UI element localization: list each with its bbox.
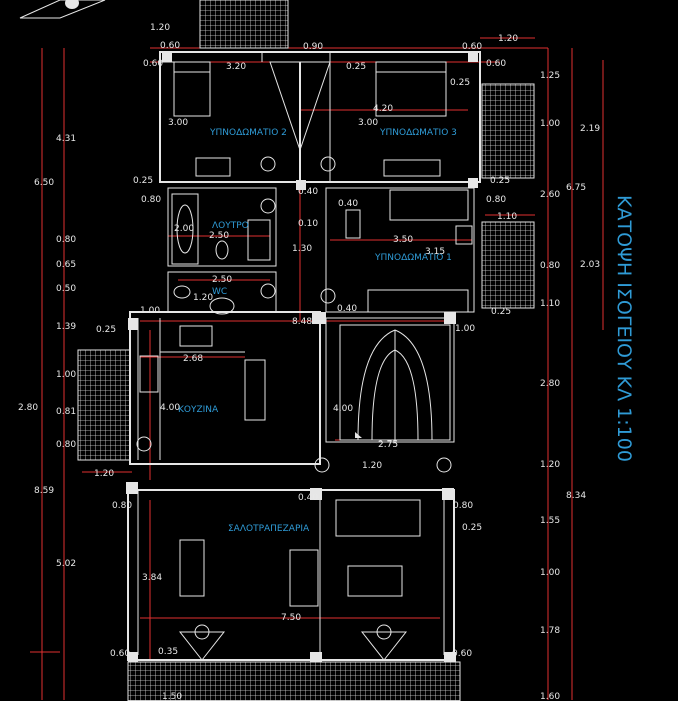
dim-label: 0.80 bbox=[486, 195, 506, 205]
walls bbox=[126, 51, 481, 662]
dim-label: 0.60 bbox=[110, 649, 130, 659]
north-arrow-icon bbox=[19, 0, 106, 19]
dim-label: 3.00 bbox=[358, 118, 378, 128]
hatched-areas bbox=[77, 0, 535, 701]
dim-label: 0.80 bbox=[112, 501, 132, 511]
room-label-bath: ΛΟΥΤΡΟ bbox=[212, 221, 249, 231]
dim-right-window: 2.19 bbox=[580, 124, 600, 134]
dim-right-inner: 1.10 bbox=[540, 299, 560, 309]
dim-label: 1.00 bbox=[140, 306, 160, 316]
dim-right-inner: 1.60 bbox=[540, 692, 560, 701]
dim-left-inner: 1.39 bbox=[56, 322, 76, 332]
dim-left-inner: 0.80 bbox=[56, 235, 76, 245]
dim-label: 3.50 bbox=[393, 235, 413, 245]
dim-label: 1.00 bbox=[455, 324, 475, 334]
dim-label: 8.48 bbox=[292, 317, 312, 327]
dim-label: 0.25 bbox=[133, 176, 153, 186]
dim-left-outer: 8.59 bbox=[34, 486, 54, 496]
dim-label: 4.20 bbox=[373, 104, 393, 114]
dim-label: 0.90 bbox=[303, 42, 323, 52]
dim-left-outer: 6.50 bbox=[34, 178, 54, 188]
dim-label: 0.10 bbox=[298, 219, 318, 229]
dim-left-inner: 0.81 bbox=[56, 407, 76, 417]
dim-left-outer: 2.80 bbox=[18, 403, 38, 413]
dim-left-inner: 1.00 bbox=[56, 370, 76, 380]
dim-left-inner: 0.50 bbox=[56, 284, 76, 294]
dim-left-inner: 5.02 bbox=[56, 559, 76, 569]
room-label-bedroom3: ΥΠΝΟΔΩΜΑΤΙΟ 3 bbox=[379, 128, 457, 138]
dim-label: 2.50 bbox=[209, 231, 229, 241]
dim-label: 4.00 bbox=[160, 403, 180, 413]
dim-label: 0.40 bbox=[298, 493, 318, 503]
dim-label: 0.25 bbox=[450, 78, 470, 88]
dim-right-inner: 1.00 bbox=[540, 119, 560, 129]
dim-label: 0.25 bbox=[96, 325, 116, 335]
dim-label: 3.20 bbox=[226, 62, 246, 72]
dim-label: 0.25 bbox=[462, 523, 482, 533]
dim-label: 0.60 bbox=[486, 59, 506, 69]
drawing-title: ΚΑΤΟΨΗ ΙΣΟΓΕΙΟΥ ΚΛ 1:100 bbox=[613, 195, 635, 462]
dim-label: 2.50 bbox=[212, 275, 232, 285]
dim-right-window: 2.03 bbox=[580, 260, 600, 270]
dim-label: 0.25 bbox=[346, 62, 366, 72]
dim-label: 1.30 bbox=[292, 244, 312, 254]
dim-right-inner: 2.60 bbox=[540, 190, 560, 200]
dim-label: 0.80 bbox=[141, 195, 161, 205]
door-markers bbox=[136, 61, 452, 661]
dim-left-inner: 0.65 bbox=[56, 260, 76, 270]
dim-right-outer: 6.75 bbox=[566, 183, 586, 193]
dim-left-inner: 0.80 bbox=[56, 440, 76, 450]
dim-label: 0.60 bbox=[143, 59, 163, 69]
dim-label: 1.20 bbox=[150, 23, 170, 33]
dim-label: 0.25 bbox=[490, 176, 510, 186]
room-label-wc: WC bbox=[212, 287, 227, 297]
dim-label: 1.50 bbox=[162, 692, 182, 701]
dim-right-inner: 1.78 bbox=[540, 626, 560, 636]
dim-right-inner: 1.55 bbox=[540, 516, 560, 526]
dim-right-inner: 2.80 bbox=[540, 379, 560, 389]
dim-label: 0.60 bbox=[160, 41, 180, 51]
dim-label: 0.25 bbox=[491, 307, 511, 317]
dim-label: 3.15 bbox=[425, 247, 445, 257]
dim-label: 1.10 bbox=[497, 212, 517, 222]
dim-right-inner: 1.00 bbox=[540, 568, 560, 578]
dim-label: 0.40 bbox=[338, 199, 358, 209]
dim-label: 1.20 bbox=[193, 293, 213, 303]
dim-label: 0.35 bbox=[158, 647, 178, 657]
dim-label: 3.00 bbox=[168, 118, 188, 128]
dim-right-inner: 1.25 bbox=[540, 71, 560, 81]
dim-label: 1.20 bbox=[362, 461, 382, 471]
dim-label: 0.60 bbox=[462, 42, 482, 52]
furniture bbox=[137, 61, 473, 607]
dim-label: 0.40 bbox=[337, 304, 357, 314]
room-label-living: ΣΑΛΟΤΡΑΠΕΖΑΡΙΑ bbox=[228, 524, 310, 534]
dim-right-inner: 0.80 bbox=[540, 261, 560, 271]
dim-left-inner: 4.31 bbox=[56, 134, 76, 144]
dim-label: 2.75 bbox=[378, 440, 398, 450]
dim-label: 0.80 bbox=[453, 501, 473, 511]
room-label-bedroom1: ΥΠΝΟΔΩΜΑΤΙΟ 1 bbox=[374, 253, 452, 263]
room-label-bedroom2: ΥΠΝΟΔΩΜΑΤΙΟ 2 bbox=[209, 128, 287, 138]
dim-label: 3.84 bbox=[142, 573, 162, 583]
dim-label: 2.68 bbox=[183, 354, 203, 364]
dim-label: 7.50 bbox=[281, 613, 301, 623]
dim-label: 0.60 bbox=[452, 649, 472, 659]
dim-label: 4.00 bbox=[333, 404, 353, 414]
dim-right-outer: 8.34 bbox=[566, 491, 586, 501]
dim-right-inner: 1.20 bbox=[540, 460, 560, 470]
dim-label: 0.40 bbox=[298, 187, 318, 197]
staircase bbox=[339, 324, 451, 441]
dim-label: 1.20 bbox=[94, 469, 114, 479]
dim-label: 1.20 bbox=[498, 34, 518, 44]
dim-label: 2.00 bbox=[174, 224, 194, 234]
room-label-kitchen: ΚΟΥΖΙΝΑ bbox=[178, 405, 219, 415]
